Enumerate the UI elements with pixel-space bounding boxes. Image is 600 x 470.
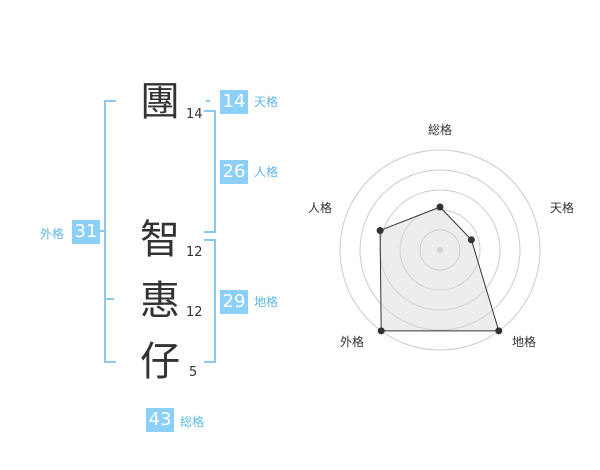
gaikaku-bracket-tick bbox=[104, 298, 114, 300]
radar-ring-5 bbox=[339, 149, 541, 351]
name-char-3: 惠 bbox=[140, 278, 180, 324]
radar-label-soukaku: 総格 bbox=[428, 123, 453, 137]
tenkaku-bracket bbox=[206, 100, 210, 102]
gaikaku-bracket-stub bbox=[98, 230, 104, 232]
gaikaku-bracket bbox=[104, 100, 116, 363]
radar-point-4 bbox=[377, 327, 385, 335]
gaikaku-value: 31 bbox=[72, 220, 100, 244]
jinkaku-bracket bbox=[204, 110, 216, 233]
radar-label-jinkaku: 人格 bbox=[308, 201, 333, 215]
radar-label-tenkaku: 天格 bbox=[550, 201, 575, 215]
radar-ring-4 bbox=[359, 169, 521, 331]
stroke-count-1: 14 bbox=[186, 107, 203, 122]
jinkaku-label: 人格 bbox=[254, 165, 279, 179]
chikaku-label: 地格 bbox=[254, 295, 279, 309]
tenkaku-label: 天格 bbox=[254, 95, 279, 109]
chikaku-bracket bbox=[204, 239, 216, 363]
tenkaku-value: 14 bbox=[220, 90, 248, 114]
radar-value-polygon bbox=[379, 206, 500, 332]
radar-label-chikaku: 地格 bbox=[512, 335, 537, 349]
radar-center-dot bbox=[437, 247, 443, 253]
radar-point-5 bbox=[376, 227, 384, 235]
name-char-4: 仔 bbox=[140, 339, 180, 385]
stroke-count-2: 12 bbox=[186, 245, 203, 260]
stroke-count-3: 12 bbox=[186, 305, 203, 320]
radar-point-3 bbox=[495, 327, 503, 335]
soukaku-label: 総格 bbox=[180, 415, 205, 429]
name-char-1: 團 bbox=[140, 79, 180, 125]
stroke-count-4: 5 bbox=[189, 365, 198, 380]
radar-point-2 bbox=[467, 236, 475, 244]
radar-point-1 bbox=[436, 203, 444, 211]
radar-ring-1 bbox=[419, 229, 461, 271]
radar-label-gaikaku: 外格 bbox=[340, 335, 365, 349]
name-char-2: 智 bbox=[140, 217, 180, 263]
jinkaku-value: 26 bbox=[220, 160, 248, 184]
gaikaku-label: 外格 bbox=[40, 227, 65, 241]
soukaku-value: 43 bbox=[146, 408, 174, 432]
chikaku-value: 29 bbox=[220, 290, 248, 314]
